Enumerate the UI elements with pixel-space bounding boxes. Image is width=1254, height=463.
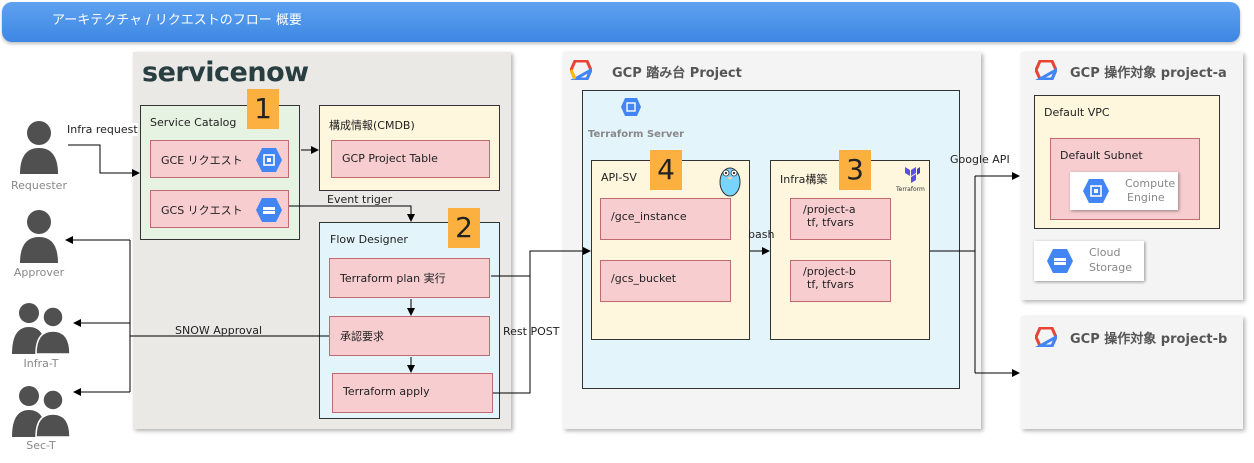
project-b-title: GCP 操作対象 project-b — [1070, 332, 1228, 347]
sec-team-icon — [12, 386, 71, 437]
edge-event-trigger — [289, 205, 415, 222]
page-banner: アーキテクチャ / リクエストのフロー 概要 — [2, 2, 1240, 42]
infra-build-title: Infra構築 — [780, 173, 828, 186]
step-badge-2: 2 — [448, 208, 480, 248]
project-a-tf[interactable]: /project-a tf, tfvars — [790, 198, 891, 240]
sec-team-label: Sec-T — [26, 439, 56, 452]
default-subnet-title: Default Subnet — [1060, 149, 1143, 162]
label-event-trigger: Event triger — [327, 193, 393, 206]
compute-engine-icon — [1083, 179, 1109, 203]
flow-designer-title: Flow Designer — [330, 233, 408, 246]
gcp-logo-icon-b — [1035, 327, 1057, 347]
servicenow-logo: servicenow — [142, 57, 309, 88]
api-sv-title: API-SV — [601, 171, 637, 184]
cloud-storage-icon — [1047, 249, 1073, 273]
edge-plan-rest — [491, 251, 531, 277]
gcp-logo-icon — [570, 60, 592, 80]
cloud-storage-card[interactable]: Cloud Storage — [1034, 241, 1144, 281]
edge-infra-request — [68, 144, 140, 177]
label-bash: bash — [748, 228, 775, 241]
infra-team-icon — [12, 303, 71, 354]
gcp-step-title: GCP 踏み台 Project — [612, 66, 742, 81]
label-google-api: Google API — [950, 153, 1010, 166]
banner-title: アーキテクチャ / リクエストのフロー 概要 — [52, 13, 302, 28]
project-a-title: GCP 操作対象 project-a — [1070, 66, 1227, 81]
compute-engine-card[interactable]: Compute Engine — [1070, 172, 1178, 210]
gce-instance-endpoint[interactable]: /gce_instance — [600, 198, 731, 240]
approver-person-icon — [20, 210, 58, 263]
server-icon — [621, 98, 641, 116]
project-b-tf[interactable]: /project-b tf, tfvars — [790, 260, 891, 302]
compute-engine-icon — [256, 148, 282, 172]
step-badge-4: 4 — [650, 150, 682, 190]
label-infra-request: Infra request — [67, 123, 138, 136]
gopher-icon — [719, 167, 741, 197]
edge-rest-post — [493, 247, 591, 394]
gcs-bucket-endpoint[interactable]: /gcs_bucket — [600, 260, 731, 302]
default-vpc-title: Default VPC — [1044, 106, 1110, 119]
terraform-logo-text: Terraform — [896, 186, 925, 193]
infra-team-label: Infra-T — [23, 357, 59, 370]
terraform-apply-step[interactable]: Terraform apply — [332, 373, 493, 413]
service-catalog-title: Service Catalog — [150, 116, 237, 129]
terraform-logo-icon — [905, 167, 920, 183]
label-snow-approval: SNOW Approval — [175, 324, 263, 337]
label-rest-post: Rest POST — [503, 325, 560, 338]
project-b-panel — [1021, 316, 1243, 429]
cmdb-title: 構成情報(CMDB) — [329, 119, 415, 132]
requester-person-icon — [20, 121, 58, 174]
approver-label: Approver — [13, 266, 65, 279]
gcp-project-table[interactable]: GCP Project Table — [331, 140, 490, 178]
requester-label: Requester — [11, 179, 67, 192]
step-badge-3: 3 — [839, 150, 871, 190]
gcp-logo-icon-a — [1035, 60, 1057, 80]
cloud-storage-icon — [256, 198, 282, 222]
terraform-server-label: Terraform Server — [588, 129, 685, 140]
step-badge-1: 1 — [247, 89, 279, 129]
approval-request-step[interactable]: 承認要求 — [329, 316, 490, 356]
terraform-plan-step[interactable]: Terraform plan 実行 — [329, 258, 490, 298]
